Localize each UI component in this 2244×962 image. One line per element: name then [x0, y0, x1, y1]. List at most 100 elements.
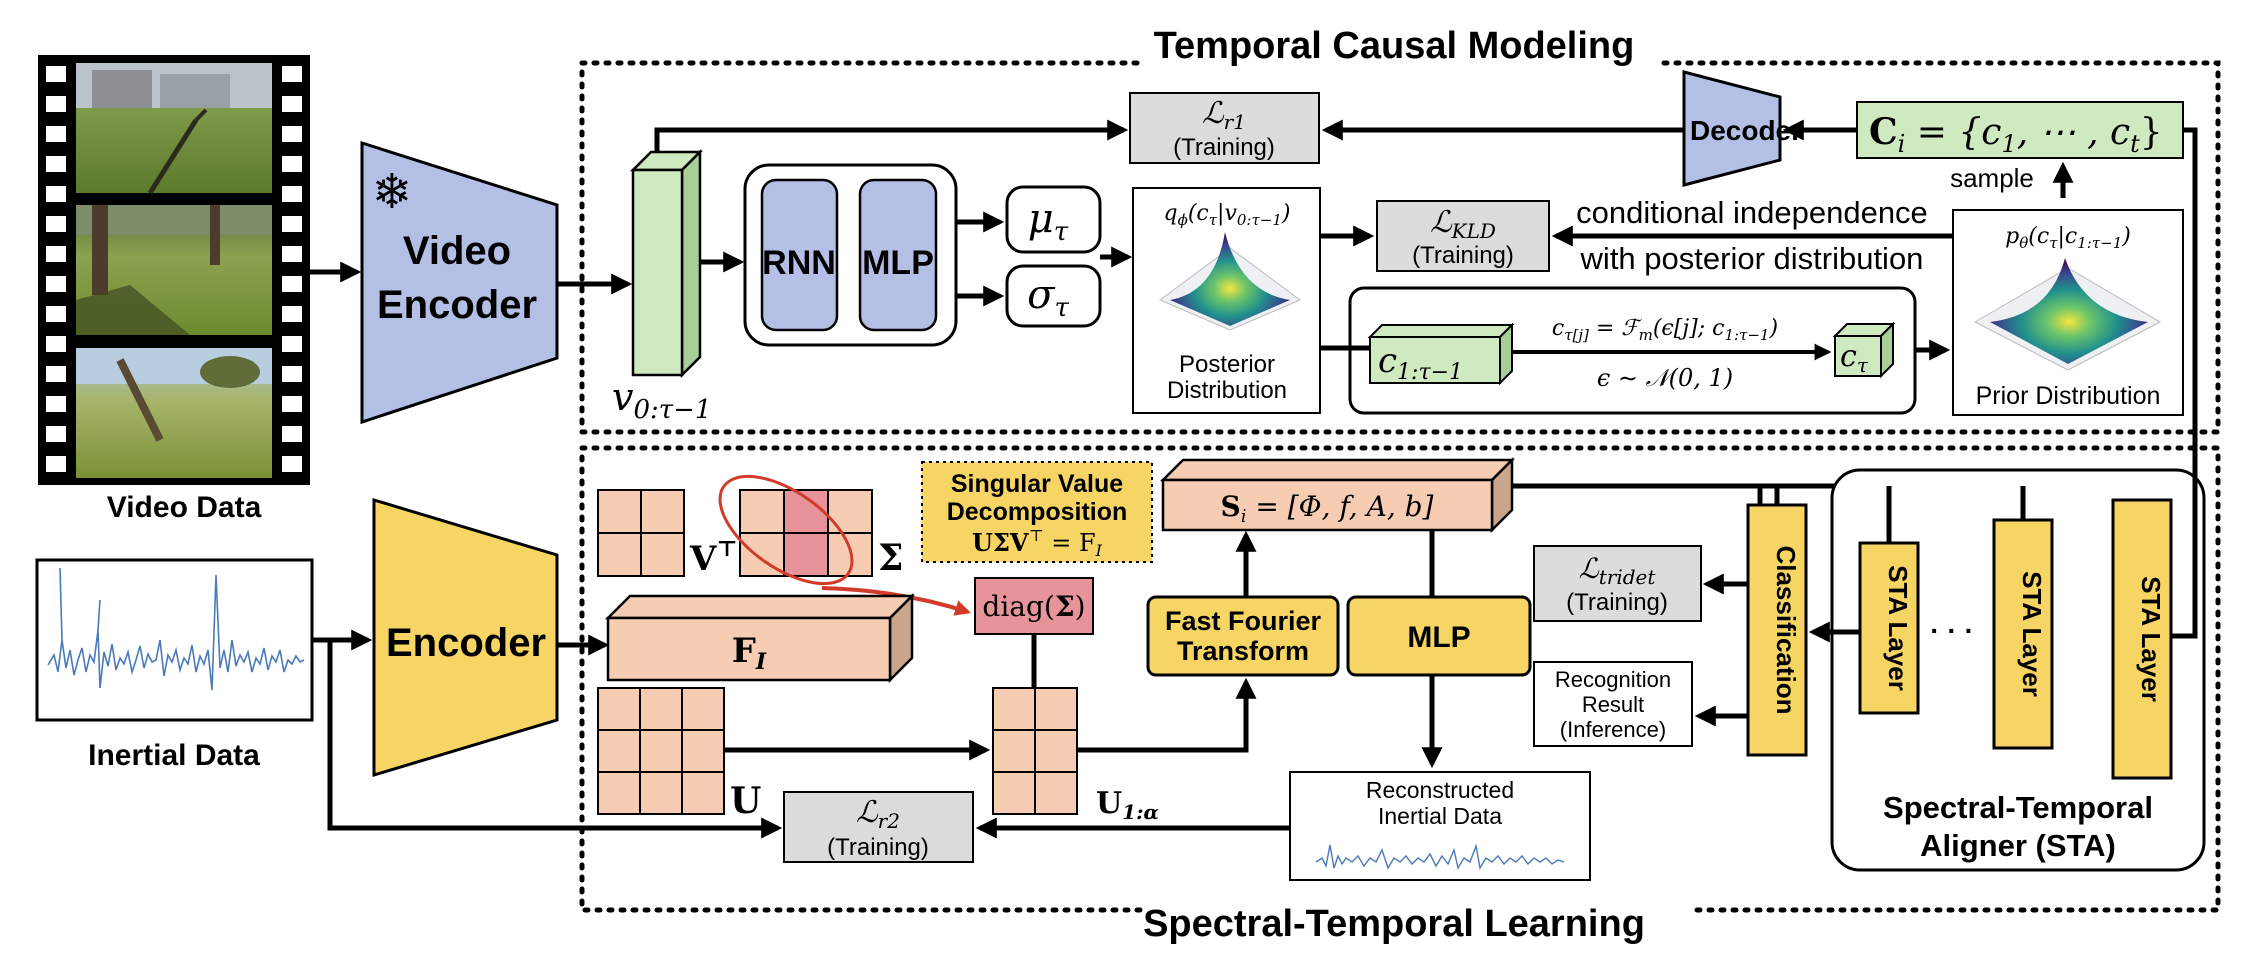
- independence-line-2: with posterior distribution: [1580, 241, 1924, 276]
- video-encoder-label-1: Video: [403, 229, 511, 273]
- sta-title-1: Spectral-Temporal: [1883, 790, 2153, 825]
- sta-layer-1-label: STA Layer: [1883, 565, 1913, 691]
- ltridet-loss-box: [1533, 545, 1702, 622]
- reconstructed-signal-trace: [1315, 843, 1565, 870]
- video-data-caption: Video Data: [107, 491, 262, 524]
- c-set-box: [1856, 101, 2184, 159]
- sigma-label: στ: [1027, 272, 1069, 323]
- svd-equation: UΣV⊤ = FI: [972, 526, 1103, 560]
- c-tau-label: cτ: [1840, 339, 1869, 377]
- prior-label: Prior Distribution: [1976, 382, 2161, 410]
- sta-layer-3: [2111, 498, 2173, 780]
- svd-line-1: Singular Value: [951, 470, 1123, 498]
- lkld-training-label: (Training): [1412, 242, 1514, 269]
- sta-layer-1: [1858, 541, 1920, 715]
- ltridet-training-label: (Training): [1566, 589, 1668, 616]
- sigma-highlight-ellipse: [718, 474, 854, 586]
- diag-sigma-box: [974, 577, 1094, 635]
- diag-sigma-label: diag(Σ): [982, 590, 1085, 623]
- mlp2-label: MLP: [1407, 621, 1470, 654]
- classification-box: [1746, 503, 1808, 757]
- u-matrix: [597, 687, 725, 815]
- fft-box: [1146, 595, 1340, 677]
- sigma-label: Σ: [878, 537, 903, 579]
- temporal-section-title: Temporal Causal Modeling: [1154, 25, 1635, 67]
- lkld-loss-box: [1376, 200, 1550, 272]
- fi-feature-block: [604, 592, 916, 684]
- lr2-loss-box: [783, 791, 974, 863]
- prior-gaussian-plot: [1973, 258, 2162, 371]
- fft-line-2: Transform: [1177, 636, 1309, 666]
- inertial-signal-box: [35, 558, 314, 722]
- lr1-loss-symbol: ℒr1: [1202, 96, 1246, 134]
- arrow-ualpha-to-fft: [1077, 677, 1257, 753]
- video-frame-2: [76, 205, 272, 335]
- svd-box: [921, 461, 1153, 563]
- posterior-label-2: Distribution: [1167, 377, 1287, 404]
- sta-title-2: Aligner (STA): [1920, 828, 2116, 863]
- rnn-block: [760, 178, 839, 332]
- line-c-to-sta: [2171, 127, 2198, 639]
- spectral-section-title: Spectral-Temporal Learning: [1143, 903, 1645, 945]
- lkld-loss-symbol: ℒKLD: [1430, 205, 1496, 243]
- arrow-feature-to-lr1: [654, 119, 1129, 152]
- video-frame-1: [76, 63, 272, 195]
- fi-label: FI: [732, 631, 767, 675]
- inertial-encoder-label: Encoder: [386, 621, 546, 665]
- decoder: [1682, 70, 1782, 187]
- vt-label: V⊤: [689, 536, 738, 579]
- reconstructed-line-1: Reconstructed: [1366, 777, 1514, 803]
- classification-label: Classification: [1771, 545, 1801, 714]
- posterior-gaussian-plot: [1159, 232, 1301, 331]
- mlp2-box: [1346, 595, 1532, 677]
- lr1-loss-box: [1129, 92, 1320, 164]
- u-label: U: [730, 780, 761, 822]
- video-encoder-label-2: Encoder: [377, 283, 537, 327]
- mlp-label: MLP: [862, 244, 934, 282]
- reconstructed-line-2: Inertial Data: [1378, 803, 1502, 829]
- sta-layer-2-label: STA Layer: [2017, 571, 2047, 697]
- lr2-training-label: (Training): [827, 834, 929, 861]
- sta-dots: · · ·: [1930, 615, 1974, 646]
- c-prev-label: c1:τ−1: [1378, 341, 1463, 385]
- epsilon-equation: ϵ ∼ 𝒩(0, 1): [1597, 364, 1733, 392]
- posterior-label-1: Posterior: [1179, 351, 1275, 378]
- mlp-block: [858, 178, 938, 332]
- recognition-line-2: Result: [1582, 692, 1644, 717]
- video-filmstrip: [38, 55, 310, 485]
- c-prev-block: [1367, 322, 1515, 386]
- prior-formula: pθ(cτ|c1:τ−1): [2005, 224, 2131, 252]
- decoder-label: Decoder: [1690, 115, 1802, 146]
- u-alpha-label: U1:α: [1096, 786, 1159, 824]
- video-frame-3: [76, 348, 272, 478]
- u-alpha-matrix: [992, 687, 1078, 815]
- lr1-training-label: (Training): [1173, 134, 1275, 161]
- c-set-formula: Ci = {c1, ⋯ , ct}: [1869, 111, 2163, 158]
- inertial-signal-trace: [47, 574, 305, 691]
- si-block: [1159, 456, 1516, 534]
- inertial-encoder: [372, 497, 559, 778]
- arrow-inertial-to-lr2: [327, 640, 783, 839]
- video-encoder: [360, 140, 559, 425]
- mu-box: [1005, 185, 1102, 254]
- video-feature-block: [629, 148, 704, 379]
- snowflake-icon: ❄: [372, 166, 412, 219]
- c-tau-block: [1832, 321, 1896, 379]
- vt-matrix-small: [597, 489, 685, 577]
- recognition-line-1: Recognition: [1555, 667, 1671, 692]
- sigma-matrix: [739, 489, 873, 577]
- ltridet-loss-symbol: ℒtridet: [1579, 552, 1657, 589]
- video-feature-label: v0:τ−1: [612, 375, 711, 425]
- rnn-label: RNN: [762, 244, 836, 282]
- si-formula: Si = [Φ, f, A, b]: [1221, 490, 1434, 527]
- transition-equation: cτ[j] = ℱm(ϵ[j]; c1:τ−1): [1552, 316, 1778, 344]
- sample-label: sample: [1950, 163, 2034, 193]
- fft-line-1: Fast Fourier: [1165, 606, 1322, 636]
- sigma-box: [1005, 264, 1102, 328]
- svd-line-2: Decomposition: [947, 498, 1128, 526]
- independence-line-1: conditional independence: [1576, 195, 1928, 230]
- posterior-formula: qϕ(cτ|v0:τ−1): [1164, 201, 1291, 229]
- recognition-line-3: (Inference): [1560, 717, 1666, 742]
- sta-layer-3-label: STA Layer: [2136, 576, 2166, 702]
